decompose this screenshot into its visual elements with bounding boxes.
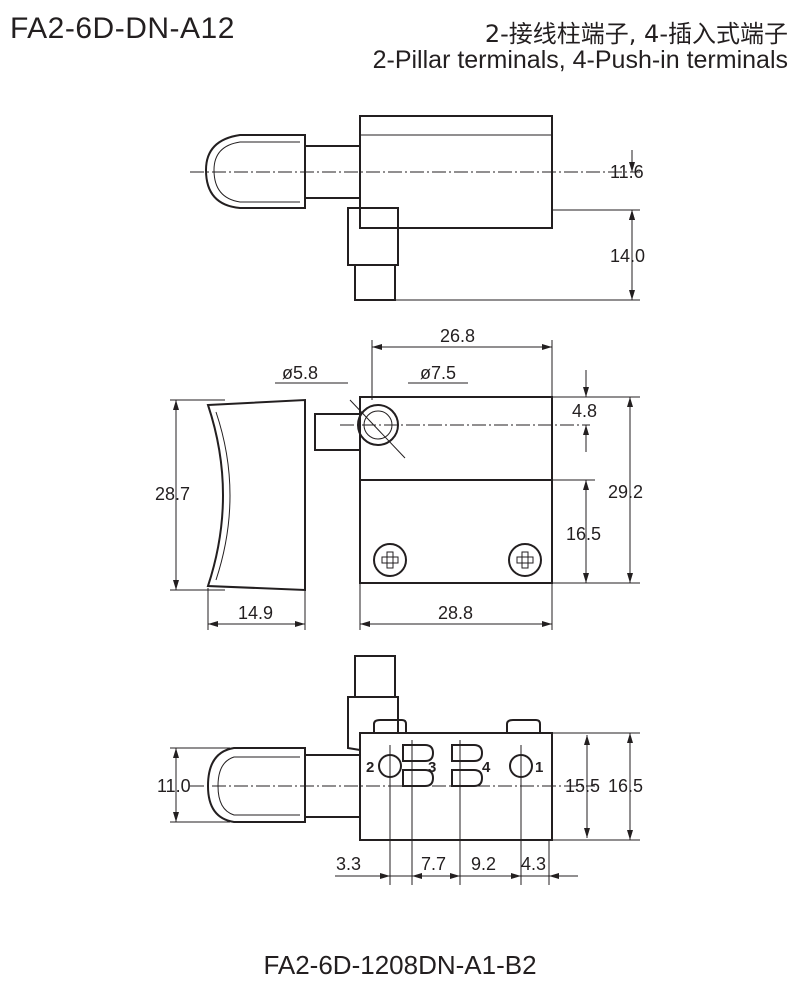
terminal-3-label: 3	[428, 759, 436, 776]
dim-dia-5-8: ø5.8	[282, 363, 318, 383]
bottom-view: 2 3 4 1 3.3 7.7 9.2 4.3 15.5 16.5 11.0	[157, 655, 643, 885]
top-view: 11.6 14.0	[190, 115, 645, 301]
subtitle-chinese: 2-接线柱端子, 4-插入式端子	[484, 20, 788, 48]
dim-9-2: 9.2	[471, 854, 496, 874]
dim-3-3: 3.3	[336, 854, 361, 874]
dim-28-7: 28.7	[155, 484, 190, 504]
dim-16-5-bottom: 16.5	[608, 776, 643, 796]
dim-11-0: 11.0	[157, 776, 191, 796]
dim-16-5-front: 16.5	[566, 524, 601, 544]
dim-29-2: 29.2	[608, 482, 643, 502]
screw-right-icon	[508, 543, 542, 577]
dim-14-9: 14.9	[238, 603, 273, 623]
part-number: FA2-6D-1208DN-A1-B2	[263, 950, 537, 980]
dim-26-8: 26.8	[440, 326, 475, 346]
terminal-2-label: 2	[366, 759, 374, 776]
screw-left-icon	[373, 543, 407, 577]
dim-4-3: 4.3	[521, 854, 546, 874]
front-view: 26.8 ø5.8 ø7.5 4.8 16.5 29.2 28.7 14.9 2…	[155, 326, 643, 630]
model-title: FA2-6D-DN-A12	[10, 12, 235, 45]
subtitle-english: 2-Pillar terminals, 4-Push-in terminals	[372, 46, 788, 74]
dim-11-6: 11.6	[610, 162, 644, 182]
dim-7-7: 7.7	[421, 854, 446, 874]
dim-14-0: 14.0	[610, 246, 645, 266]
dim-dia-7-5: ø7.5	[420, 363, 456, 383]
terminal-4-label: 4	[482, 759, 491, 776]
dim-28-8: 28.8	[438, 603, 473, 623]
terminal-1-label: 1	[535, 759, 543, 776]
dim-4-8: 4.8	[572, 401, 597, 421]
dim-15-5: 15.5	[565, 776, 600, 796]
